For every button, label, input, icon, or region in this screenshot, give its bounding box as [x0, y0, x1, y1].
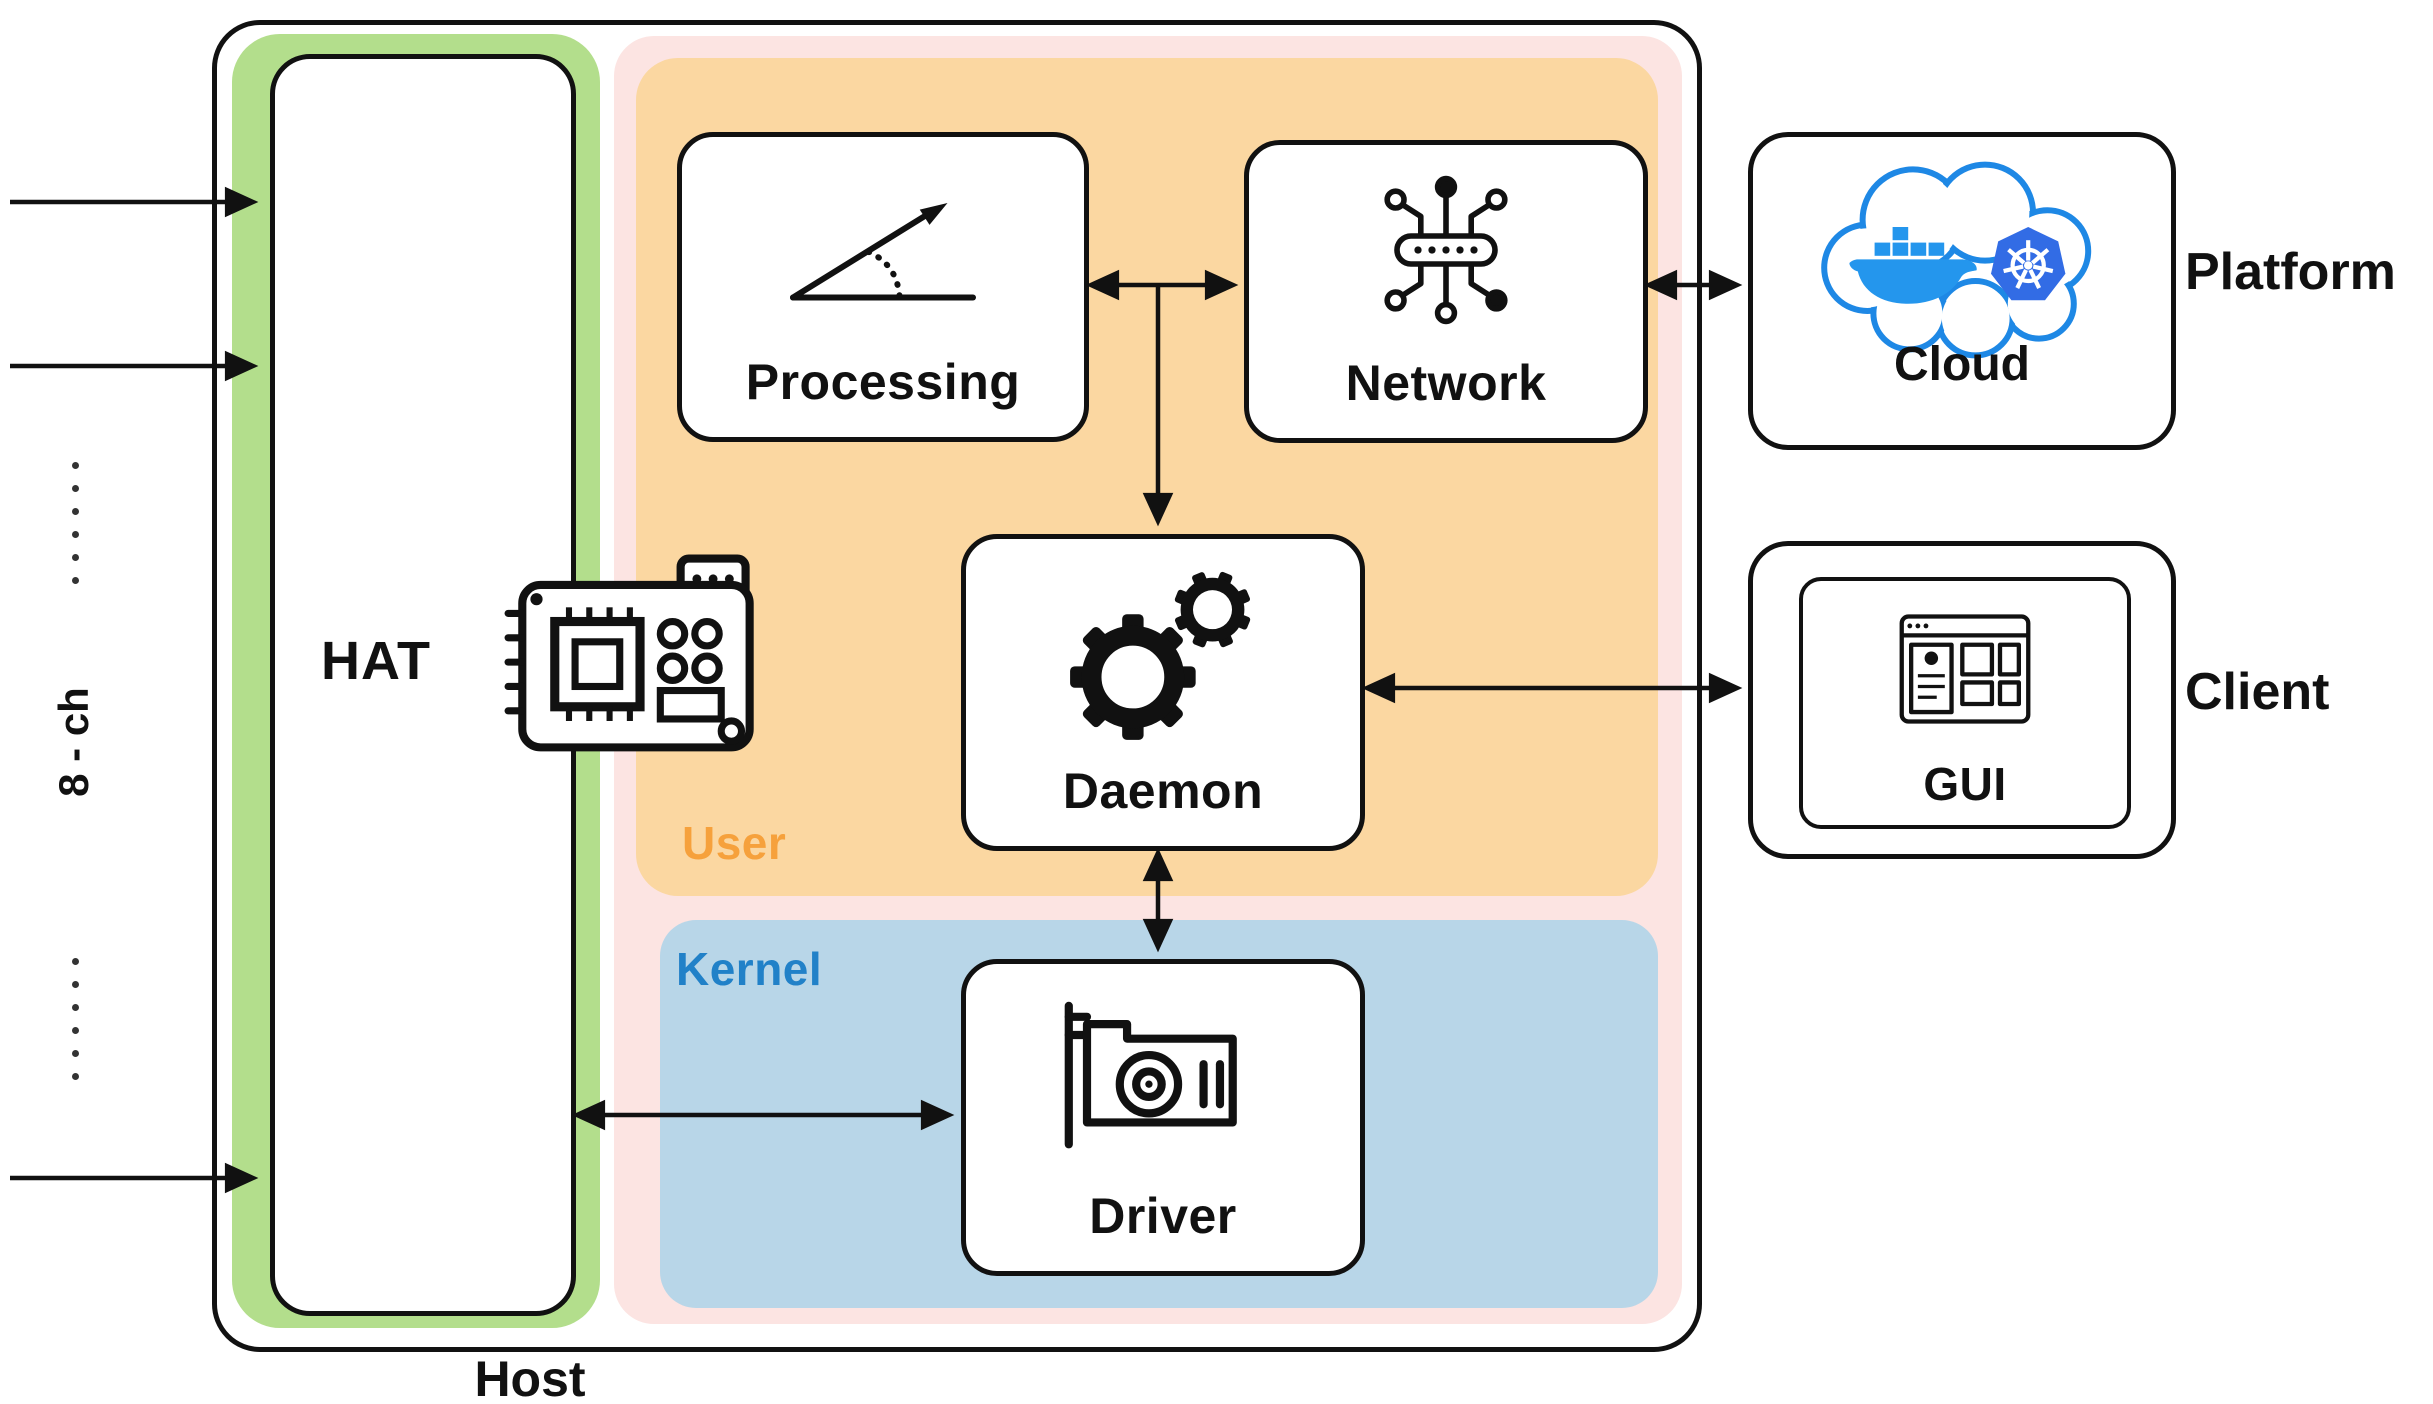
- gui-outer-box: GUI: [1748, 541, 2176, 859]
- platform-label: Platform: [2185, 243, 2396, 301]
- driver-box: Driver: [961, 959, 1365, 1276]
- network-box: Network: [1244, 140, 1648, 443]
- cloud-outline-icon: [1821, 161, 2092, 359]
- network-label: Network: [1345, 355, 1547, 411]
- gui-label: GUI: [1923, 758, 2007, 810]
- kubernetes-icon: [1991, 227, 2066, 301]
- network-nodes-icon: [1249, 145, 1643, 354]
- daemon-box: Daemon: [961, 534, 1365, 851]
- circuit-board-icon: [504, 554, 754, 752]
- channels-label: 8 - ch: [50, 687, 97, 797]
- gui-box: GUI: [1799, 577, 2131, 829]
- hat-label: HAT: [321, 631, 431, 691]
- daemon-label: Daemon: [1062, 763, 1264, 819]
- cloud-box: Cloud: [1748, 132, 2176, 450]
- angle-measure-icon: [682, 137, 1084, 353]
- user-space-label: User: [682, 817, 787, 869]
- client-label: Client: [2185, 663, 2330, 721]
- driver-label: Driver: [1089, 1188, 1237, 1244]
- docker-icon: [1849, 227, 1977, 304]
- window-ui-icon: [1803, 581, 2127, 757]
- host-label: Host: [474, 1351, 586, 1404]
- processing-box: Processing: [677, 132, 1089, 442]
- kernel-space-label: Kernel: [676, 943, 823, 995]
- channels-ellipsis-top: [72, 462, 79, 584]
- gears-icon: [966, 539, 1360, 762]
- processing-label: Processing: [745, 354, 1021, 410]
- cloud-label: Cloud: [1894, 338, 2030, 391]
- gpu-card-icon: [966, 964, 1360, 1187]
- channels-ellipsis-bottom: [72, 958, 79, 1080]
